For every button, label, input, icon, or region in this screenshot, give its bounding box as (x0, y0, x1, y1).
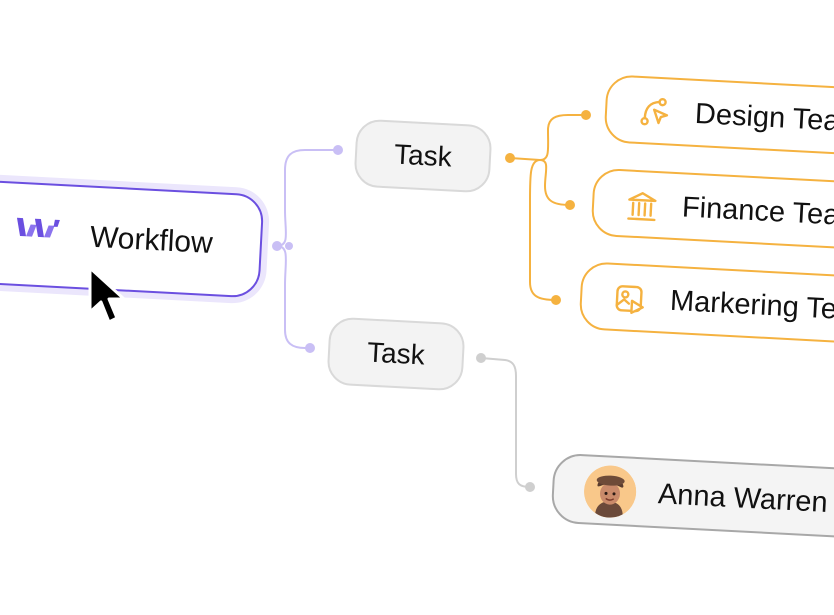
design-pen-tool-icon (636, 94, 674, 132)
connector-dot (333, 145, 343, 155)
workflow-logo-icon (13, 214, 61, 252)
task-node-1[interactable]: Task (353, 118, 493, 194)
media-image-play-icon (611, 281, 649, 319)
connector-dot (285, 242, 293, 250)
avatar (582, 464, 638, 519)
connector-task-to-design (509, 114, 586, 162)
task-label: Task (366, 336, 426, 371)
connector-dot (565, 200, 575, 210)
connector-workflow-to-task-2 (276, 245, 310, 349)
assignee-node[interactable]: Anna Warren (550, 452, 834, 542)
connector-dot (525, 482, 535, 492)
connector-task-to-person (480, 357, 531, 488)
marketing-team-label: Markering Team (669, 284, 834, 328)
connector-dot (305, 343, 315, 353)
bank-icon (623, 187, 661, 225)
task-label: Task (393, 138, 453, 173)
connector-task-to-finance (539, 159, 571, 206)
connector-dot (272, 241, 282, 251)
mouse-pointer-icon (86, 266, 134, 333)
design-team-label: Design Team (694, 97, 834, 139)
connector-workflow-to-task-1 (276, 149, 338, 247)
finance-team-label: Finance Team (681, 191, 834, 233)
task-node-2[interactable]: Task (326, 316, 466, 392)
workflow-label: Workflow (89, 220, 214, 261)
connector-dot (505, 153, 515, 163)
connector-dot (476, 353, 486, 363)
connector-dot (581, 110, 591, 120)
finance-team-node[interactable]: Finance Team (590, 167, 834, 253)
assignee-name: Anna Warren (657, 478, 829, 519)
connector-dot (551, 295, 561, 305)
marketing-team-node[interactable]: Markering Team (578, 261, 834, 347)
workflow-node[interactable]: Workflow (0, 179, 265, 299)
design-team-node[interactable]: Design Team (603, 74, 834, 158)
connector-task-to-marketing (529, 159, 557, 301)
